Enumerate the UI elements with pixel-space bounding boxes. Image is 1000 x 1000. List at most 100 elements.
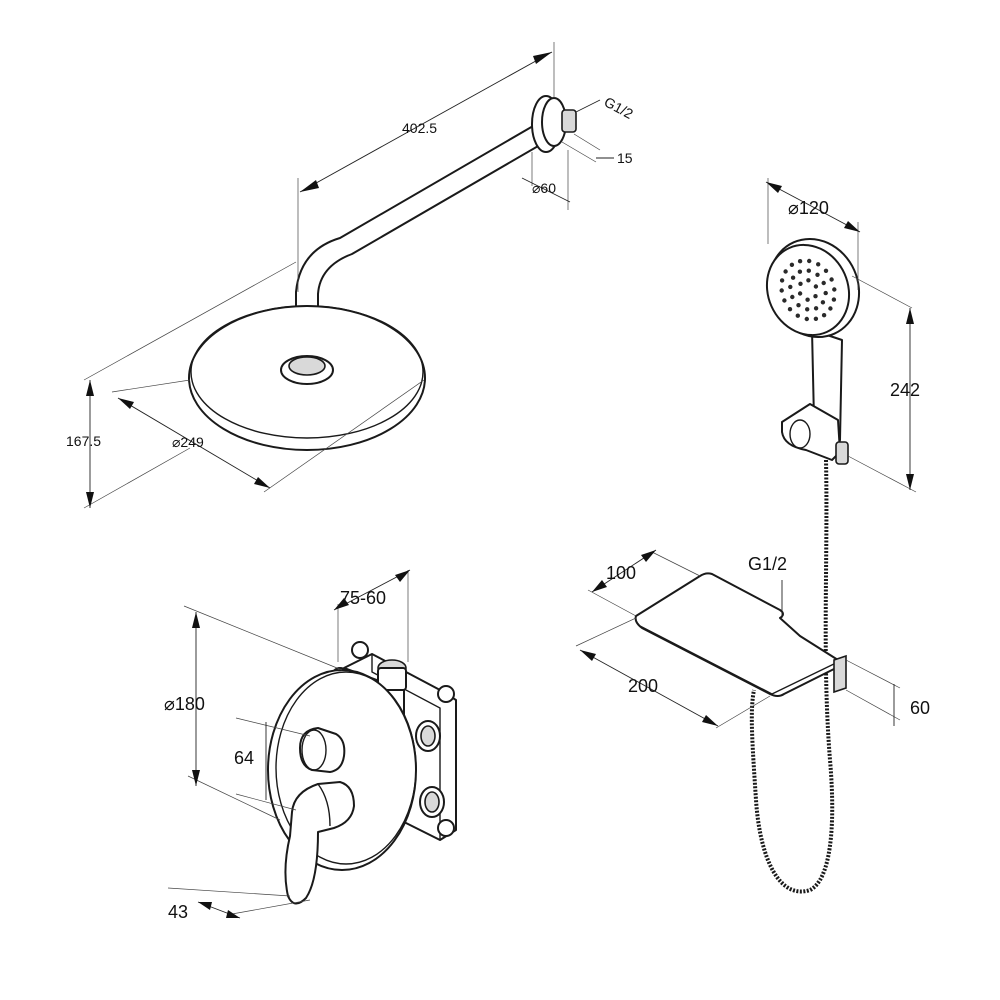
spray-nozzle (820, 300, 826, 305)
spray-nozzle (782, 298, 787, 303)
spray-nozzles (779, 258, 837, 322)
box-port-side-1-inner (420, 725, 436, 747)
dim-knob-ext-bottom (235, 793, 297, 811)
dim-hand-head-arrow-a (766, 182, 782, 193)
hand-shower-face (765, 243, 851, 337)
dim-hand-head-arrow-b (844, 221, 860, 232)
dim-hand-length-ext-top (851, 275, 913, 309)
shelf-outlet-stub (833, 654, 847, 694)
spray-nozzle (804, 316, 809, 322)
box-lug-2 (437, 685, 455, 703)
dim-depth-ext-b (561, 141, 597, 163)
dim-shelf-depth-ext-a (587, 589, 637, 617)
arm-thread-label: G1/2 (602, 94, 636, 122)
shelf-depth-label: 100 (606, 563, 636, 583)
spray-nozzle (813, 306, 819, 311)
diverter-knob (299, 727, 346, 773)
thread-leader (575, 99, 601, 113)
knob-offset-label: 64 (234, 748, 254, 768)
arm-length-label: 402.5 (402, 120, 437, 136)
shelf-width-label: 200 (628, 676, 658, 696)
mixer-lever-base (317, 783, 331, 827)
dim-lever-arrow-b (226, 910, 240, 918)
dim-head-line (117, 397, 271, 489)
dim-lever-ext-a (167, 887, 291, 897)
hand-shower: ⌀120 242 (749, 178, 920, 894)
dim-shelf-width-arrow-b (702, 715, 718, 726)
dim-shelf-width-arrow-a (580, 650, 596, 661)
dim-head-arrow-left (118, 398, 134, 409)
dim-shelf-height-ext-b (845, 689, 901, 721)
dim-arm-line (299, 51, 553, 193)
spray-nozzle (813, 284, 819, 289)
dim-lever-ext-b (231, 899, 311, 915)
spray-nozzle (813, 316, 819, 321)
dim-box-arrow-b (395, 570, 410, 582)
dim-plate-ext-top (183, 605, 343, 671)
dim-drop-arrow-bottom (86, 492, 94, 508)
spray-nozzle (790, 294, 795, 300)
plate-diameter-label: ⌀180 (164, 694, 205, 714)
wall-holder-joint (789, 419, 811, 449)
lever-projection-label: 43 (168, 902, 188, 922)
dim-depth-ext-a (573, 133, 601, 151)
shelf-thread-label: G1/2 (748, 554, 787, 574)
spray-nozzle (789, 262, 795, 267)
dim-drop-arrow-top (86, 380, 94, 396)
dim-arm-arrow-left (300, 180, 319, 192)
box-port-top-fitting (377, 667, 407, 691)
dim-drop-ext-bottom (83, 447, 191, 509)
flange-diameter-label: ⌀60 (532, 180, 556, 196)
spray-nozzle (828, 306, 833, 311)
spray-nozzle (797, 259, 803, 264)
spray-nozzle (823, 290, 828, 296)
dim-shelf-width-ext-a (575, 617, 637, 647)
shelf-edge (639, 625, 839, 695)
dim-lever-arrow-a (198, 902, 212, 910)
concealed-mixer: 75-60 ⌀180 64 43 (164, 569, 457, 922)
spray-nozzle (779, 288, 784, 293)
shelf-top (634, 572, 841, 697)
overhead-shower: 402.5 G1/2 15 ⌀60 167.5 ⌀249 (66, 42, 636, 509)
box-depth-label: 75-60 (340, 588, 386, 608)
mixer-cover-rim (275, 671, 417, 865)
spray-nozzle (797, 291, 803, 296)
dim-hand-length-arrow-top (906, 308, 914, 324)
spray-nozzle (788, 284, 793, 290)
spray-nozzle (815, 272, 820, 277)
dim-hand-length-arrow-bottom (906, 474, 914, 490)
spray-nozzle (783, 269, 788, 274)
dim-box-arrow-a (334, 598, 349, 610)
dim-shelf-height-ext-a (845, 659, 901, 689)
drop-height-label: 167.5 (66, 433, 101, 449)
dim-shelf-width-ext-b (715, 695, 771, 729)
dim-shelf-depth-arrow-a (592, 580, 607, 592)
spray-nozzle (795, 313, 800, 318)
hose-connector (835, 441, 849, 465)
spray-nozzle (821, 313, 827, 318)
dim-shelf-depth-ext-b (651, 551, 701, 577)
spray-nozzle (807, 258, 812, 264)
spray-nozzle (790, 275, 796, 280)
spray-nozzle (787, 307, 793, 312)
spray-nozzle (805, 307, 810, 312)
spray-nozzle (806, 268, 811, 273)
dim-knob-ext-top (235, 717, 311, 737)
hand-length-label: 242 (890, 380, 920, 400)
box-lug-3 (437, 819, 455, 837)
spray-nozzle (816, 262, 821, 267)
shower-hose (749, 459, 835, 894)
dim-flange-line (521, 177, 571, 203)
spray-nozzle (805, 297, 810, 302)
spray-nozzle (813, 294, 818, 299)
spray-nozzle (823, 268, 829, 273)
shower-head-rim (190, 305, 424, 439)
head-diameter-label: ⌀249 (172, 434, 204, 450)
shower-head-hub-inner (288, 356, 326, 376)
spray-nozzle (821, 280, 826, 286)
spray-nozzle (831, 297, 837, 302)
dim-plate-ext-bottom (187, 775, 281, 821)
dim-shelf-depth-arrow-b (641, 550, 656, 562)
dim-arm-arrow-right (533, 52, 552, 64)
